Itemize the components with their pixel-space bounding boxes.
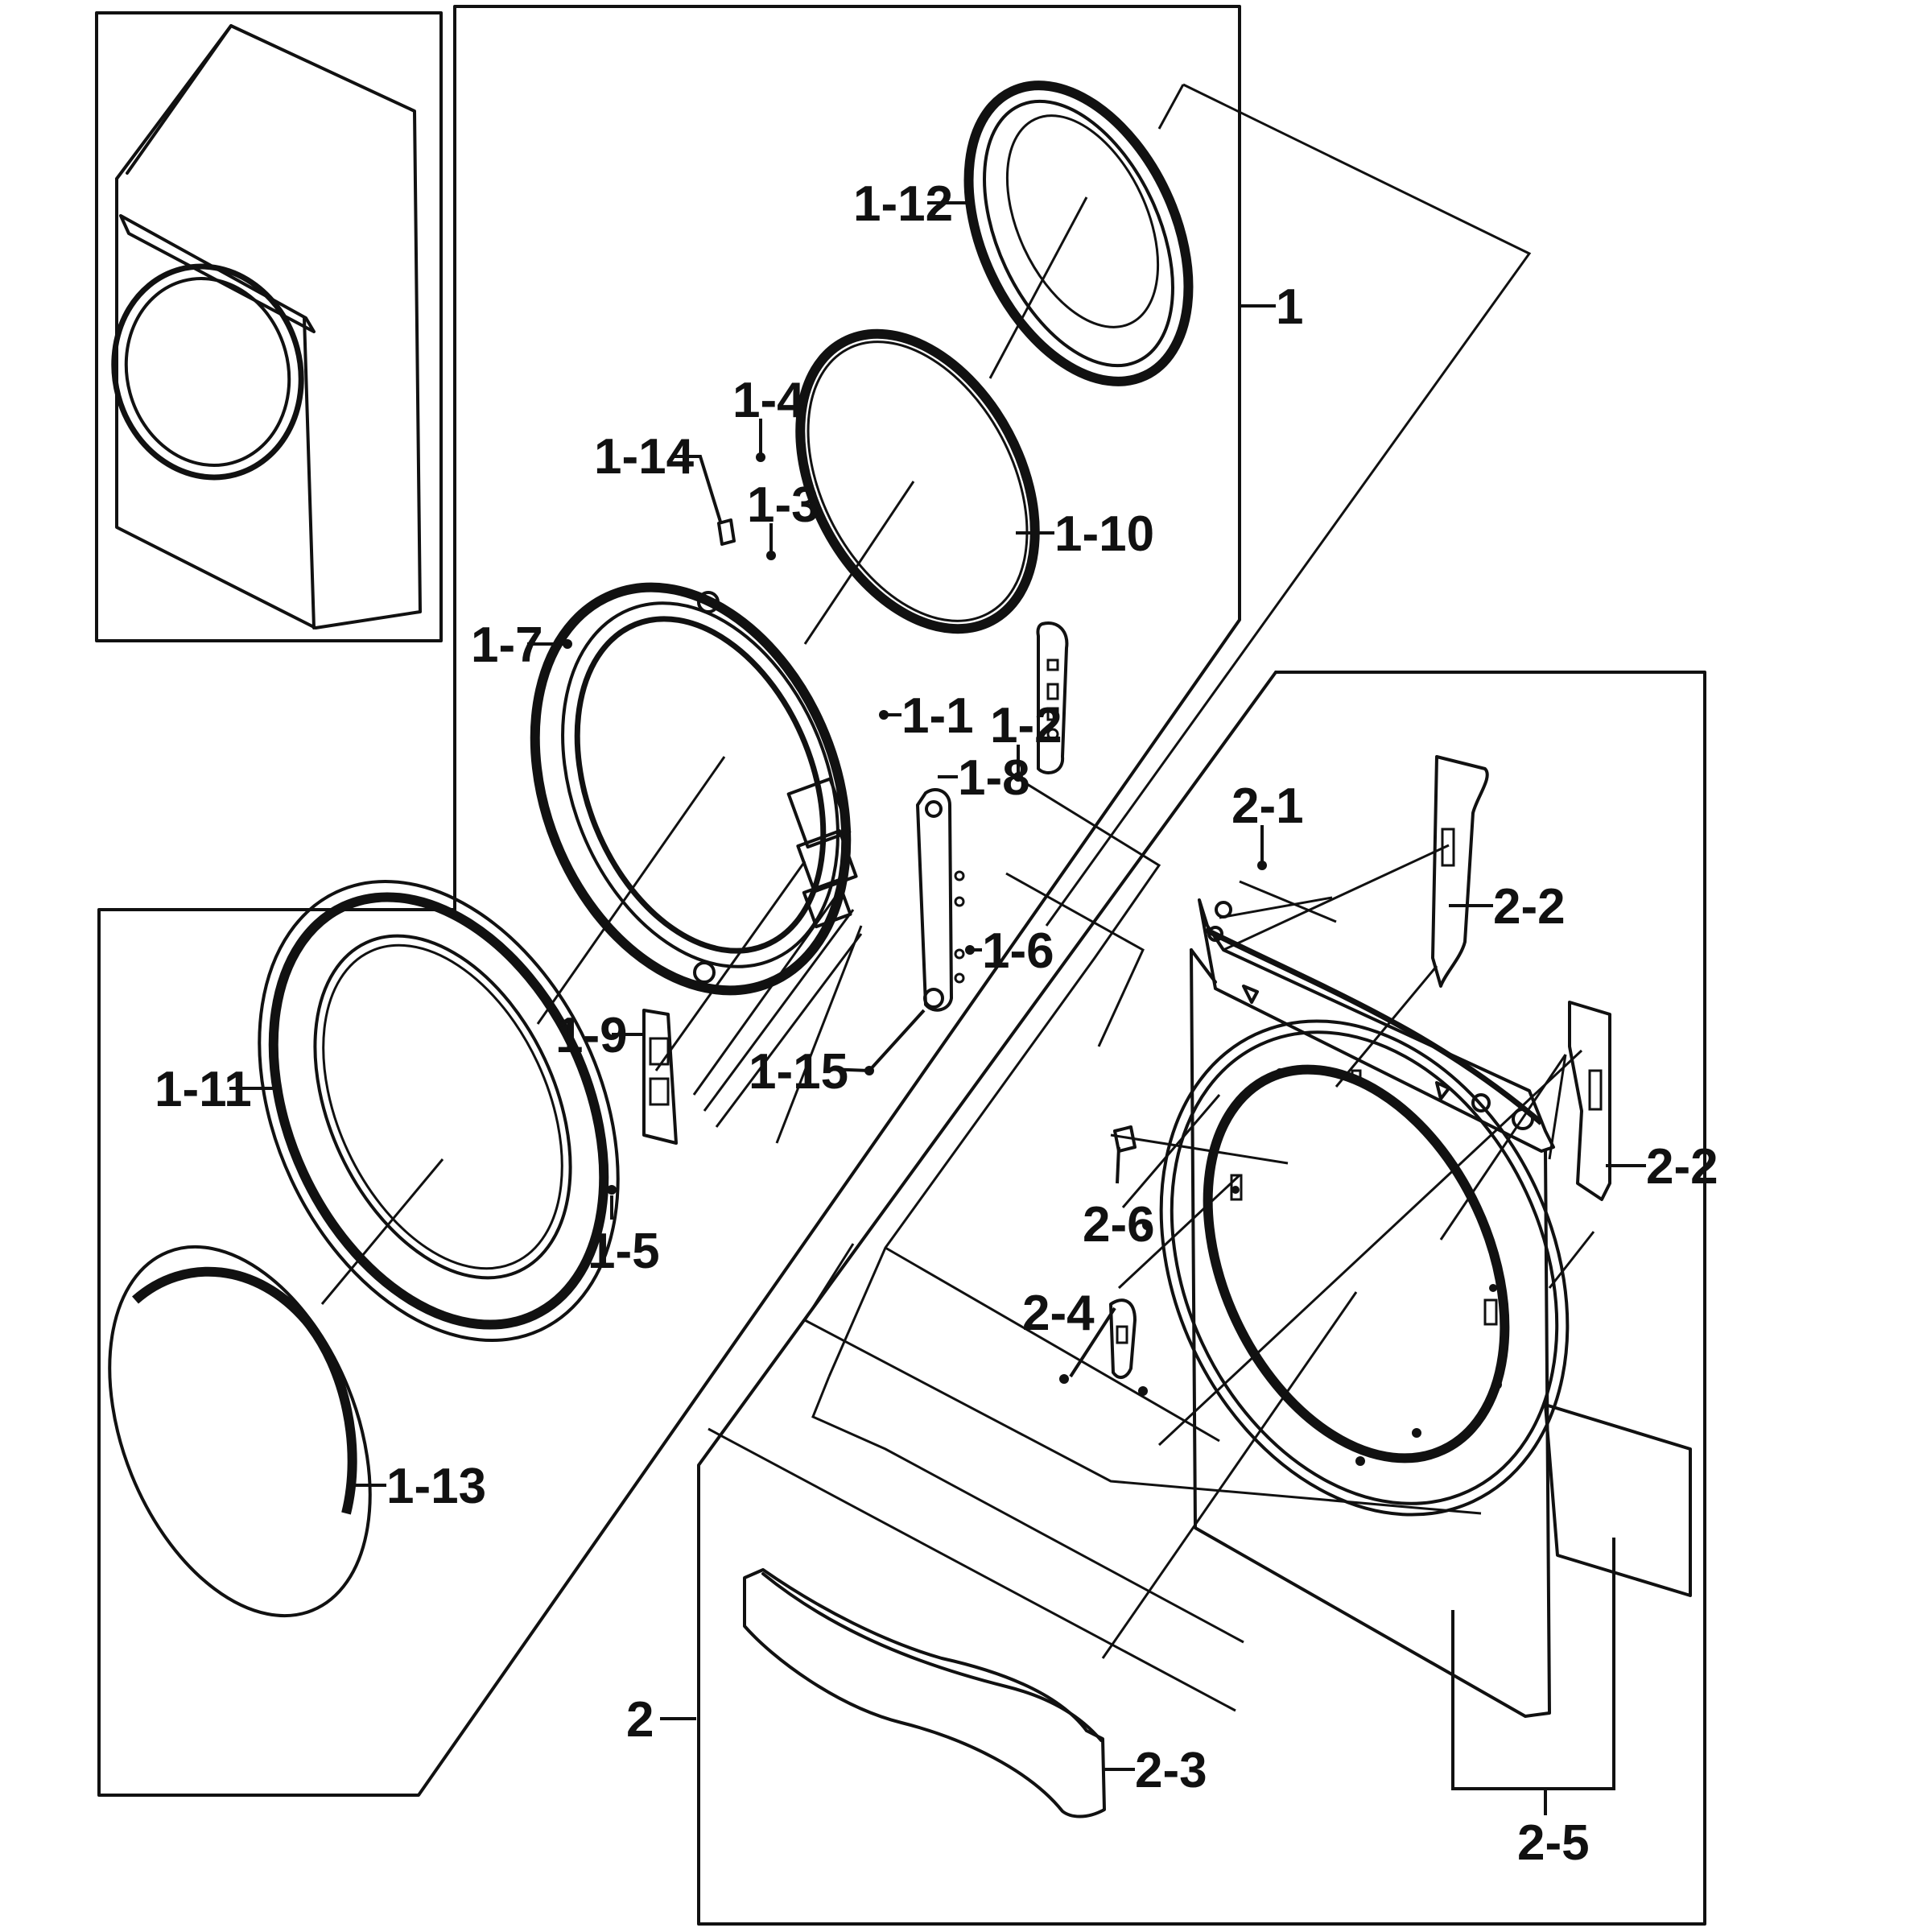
part-1-7-door-frame	[530, 582, 858, 996]
part-1-12-door-glass	[963, 80, 1194, 386]
assembly-2-guide-lines	[708, 770, 1595, 1712]
callout-1-12: 1-12	[853, 176, 953, 232]
part-2-5-label-sheet	[1544, 1403, 1692, 1597]
frame-assembly-2	[697, 671, 1706, 1926]
assembly-1-guide-lines	[320, 83, 1532, 1305]
inset-dryer-illustration	[111, 24, 422, 630]
callout-1-10: 1-10	[1054, 506, 1154, 562]
callout-labels: 1 1-12 1-10 1-4 1-14 1-3 1-7 1-1 1-2 1-8…	[155, 176, 1718, 1871]
leader-lines	[229, 201, 1646, 1815]
part-1-11-door-outer	[258, 880, 620, 1342]
part-1-10-gasket	[795, 328, 1040, 634]
part-1-8-hinge	[916, 788, 965, 1012]
callout-1-3: 1-3	[747, 477, 819, 533]
callout-2-1: 2-1	[1231, 778, 1304, 834]
frame-assembly-1	[97, 5, 1241, 1797]
part-2-2-bracket-lower	[1568, 1001, 1611, 1201]
part-2-1-control-panel	[1198, 898, 1555, 1153]
part-2-2-bracket-upper	[1431, 755, 1489, 988]
callout-1-13: 1-13	[386, 1459, 486, 1514]
callout-2-5: 2-5	[1517, 1815, 1590, 1871]
part-1-9-latch	[642, 1009, 678, 1145]
callout-2-6: 2-6	[1083, 1197, 1155, 1253]
callout-2-2-lower: 2-2	[1646, 1139, 1718, 1195]
frame-inset	[95, 11, 443, 642]
callout-1-8: 1-8	[958, 750, 1030, 806]
part-2-4-switch	[1109, 1298, 1137, 1379]
part-1-14-clip	[717, 518, 736, 546]
part-2-6-sensor	[1113, 1125, 1137, 1153]
part-1-2-hinge-bracket	[1036, 621, 1069, 774]
callout-1-5: 1-5	[588, 1224, 660, 1279]
callout-2-4: 2-4	[1022, 1286, 1095, 1341]
callout-1-7: 1-7	[471, 617, 543, 673]
part-2-3-kick-panel	[743, 1568, 1106, 1818]
callout-1-14: 1-14	[594, 429, 695, 485]
callout-1-2: 1-2	[990, 698, 1062, 753]
part-1-13-door-cover	[108, 1245, 372, 1618]
part-2-front-panel	[1101, 948, 1570, 1718]
callout-1: 1	[1276, 279, 1303, 335]
callout-1-15: 1-15	[749, 1044, 848, 1100]
callout-1-9: 1-9	[555, 1008, 628, 1063]
callout-1-4: 1-4	[732, 373, 805, 428]
callout-2-2-upper: 2-2	[1493, 879, 1566, 935]
callout-1-1: 1-1	[901, 688, 974, 744]
callout-1-11: 1-11	[155, 1062, 252, 1117]
callout-1-6: 1-6	[982, 923, 1054, 979]
callout-2-3: 2-3	[1135, 1743, 1207, 1798]
callout-2: 2	[626, 1692, 654, 1748]
